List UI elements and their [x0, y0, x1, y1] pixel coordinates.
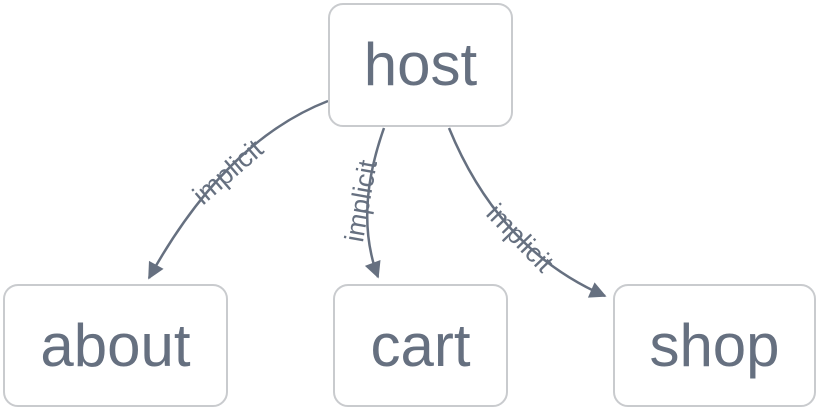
node-label-cart: cart — [370, 311, 471, 379]
node-shop: shop — [613, 284, 816, 407]
edge-label-host-about: implicit — [187, 133, 269, 210]
edge-label-host-cart: implicit — [339, 157, 383, 244]
node-label-host: host — [363, 31, 478, 98]
edge-line-host-about — [147, 99, 329, 280]
edge-line-host-cart — [364, 127, 386, 279]
node-cart: cart — [333, 284, 508, 407]
edge-label-host-shop: implicit — [481, 198, 560, 279]
edge-host-about: implicit — [147, 99, 329, 280]
edge-line-host-shop — [447, 127, 607, 298]
edge-host-shop: implicit — [447, 127, 607, 298]
node-label-shop: shop — [649, 311, 780, 379]
edge-host-cart: implicit — [339, 127, 386, 279]
node-host: host — [328, 3, 513, 127]
node-label-about: about — [40, 311, 191, 379]
node-about: about — [3, 284, 228, 407]
